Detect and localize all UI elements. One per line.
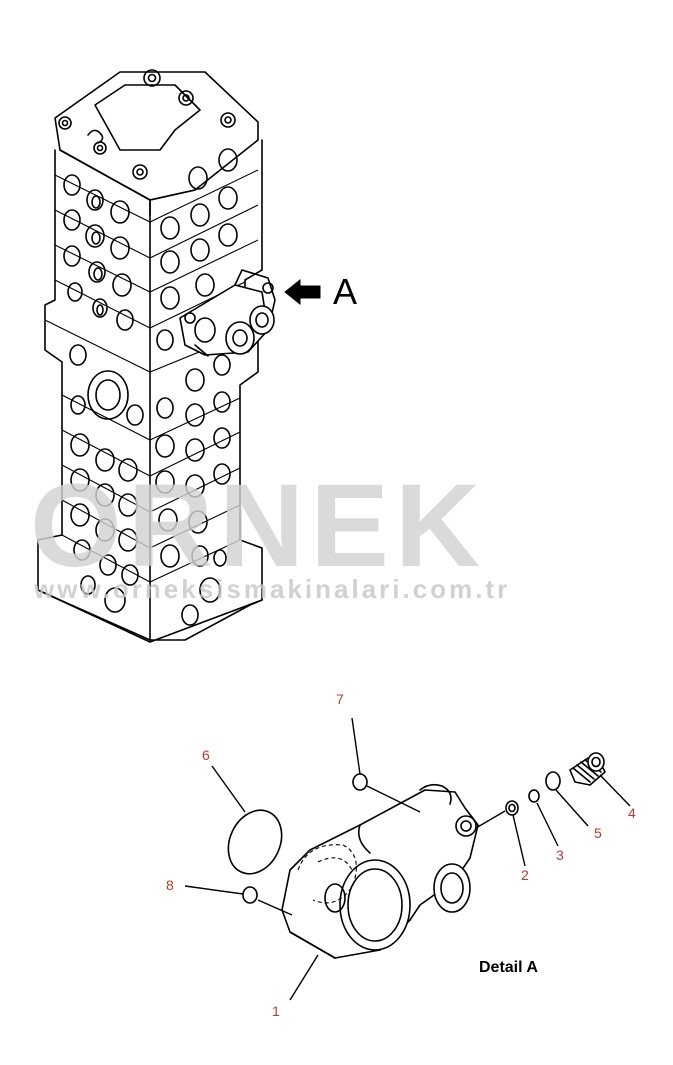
part-3-o-ring: [528, 789, 540, 803]
callout-numbers: 1 2 3 4 5 6 7 8: [166, 691, 636, 1019]
valve-block-detail-a-location: [179, 269, 276, 357]
part-1-valve-housing: [281, 783, 479, 959]
part-2-plug: [505, 800, 519, 816]
callout-3: 3: [556, 847, 564, 863]
callout-7: 7: [336, 691, 344, 707]
part-5-o-ring: [545, 771, 561, 791]
callout-6: 6: [202, 747, 210, 763]
view-label-a: A: [333, 271, 357, 312]
callout-5: 5: [594, 825, 602, 841]
callout-1: 1: [272, 1003, 280, 1019]
part-4-threaded-plug: [569, 752, 606, 786]
detail-a-title: Detail A: [479, 959, 538, 976]
watermark-brand: ORNEK: [30, 460, 486, 592]
leader-lines: [184, 717, 631, 1001]
part-6-large-o-ring: [227, 809, 283, 875]
control-valve-assembly: A: [37, 69, 357, 643]
callout-4: 4: [628, 805, 636, 821]
detail-a-exploded-view: 1 2 3 4 5 6 7 8 Detail A: [166, 691, 636, 1019]
view-arrow: [284, 278, 321, 306]
watermark-url: www.orneksismakinalari.com.tr: [33, 574, 510, 604]
callout-8: 8: [166, 877, 174, 893]
part-7-o-ring: [352, 773, 368, 791]
part-8-o-ring: [242, 886, 258, 904]
watermark: ORNEK www.orneksismakinalari.com.tr: [30, 460, 510, 604]
callout-2: 2: [521, 867, 529, 883]
